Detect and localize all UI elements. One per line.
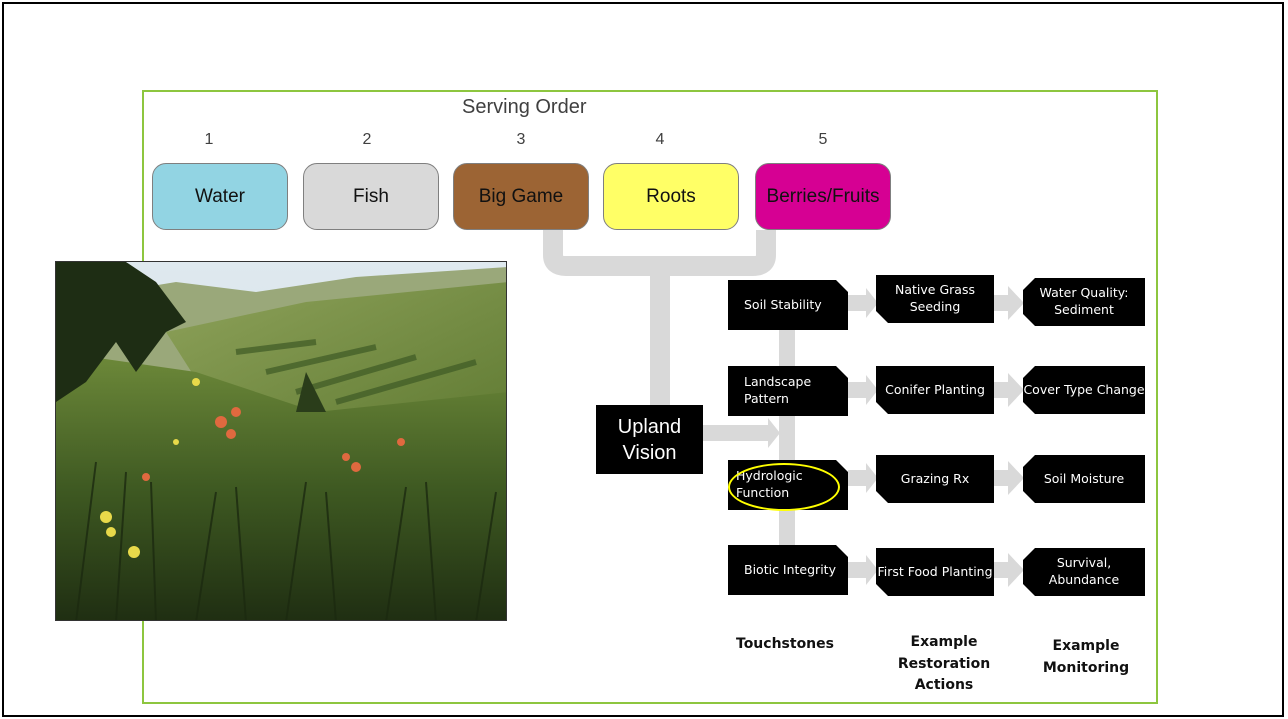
monitoring-soil-moisture: Soil Moisture	[1023, 455, 1145, 503]
action-conifer-planting: Conifer Planting	[876, 366, 994, 414]
serving-order-title: Serving Order	[462, 96, 587, 118]
order-number-5: 5	[818, 131, 828, 148]
column-label-monitoring: Example Monitoring	[1042, 638, 1130, 676]
order-number-2: 2	[362, 131, 372, 148]
touchstone-landscape-pattern: Landscape Pattern	[728, 366, 848, 416]
action-grazing-rx: Grazing Rx	[876, 455, 994, 503]
action-first-food-planting: First Food Planting	[876, 548, 994, 596]
food-box-fish: Fish	[303, 163, 439, 230]
food-box-berries-fruits: Berries/Fruits	[755, 163, 891, 230]
food-box-roots: Roots	[603, 163, 739, 230]
hydrologic-highlight-ellipse	[728, 463, 840, 511]
touchstone-soil-stability: Soil Stability	[728, 280, 848, 330]
food-box-water: Water	[152, 163, 288, 230]
column-label-touchstones: Touchstones	[736, 636, 834, 652]
monitoring-cover-type-change: Cover Type Change	[1023, 366, 1145, 414]
upland-vision-box: Upland Vision	[596, 405, 703, 474]
monitoring-survival-abundance: Survival, Abundance	[1023, 548, 1145, 596]
touchstone-biotic-integrity: Biotic Integrity	[728, 545, 848, 595]
monitoring-water-quality: Water Quality: Sediment	[1023, 278, 1145, 326]
order-number-3: 3	[516, 131, 526, 148]
order-number-4: 4	[655, 131, 665, 148]
column-label-restoration: Example Restoration Actions	[897, 634, 991, 694]
order-number-1: 1	[204, 131, 214, 148]
food-box-big-game: Big Game	[453, 163, 589, 230]
action-native-grass-seeding: Native Grass Seeding	[876, 275, 994, 323]
landscape-photo	[55, 261, 507, 621]
